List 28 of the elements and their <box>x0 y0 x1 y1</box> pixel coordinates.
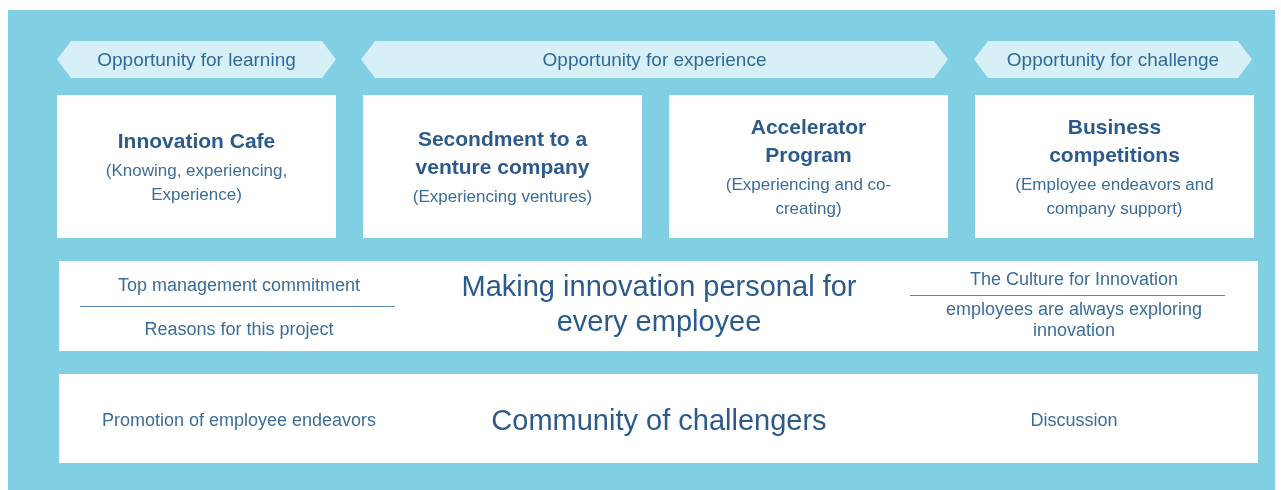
band-text: employees are always exploring innovation <box>944 299 1204 341</box>
band-text: Discussion <box>1029 410 1119 431</box>
program-card <box>57 95 336 238</box>
card-subtitle: (Experiencing and co-creating) <box>724 173 893 220</box>
banner-label: Opportunity for learning <box>96 49 297 71</box>
theme-band <box>59 261 1258 351</box>
program-card <box>669 95 948 238</box>
card-subtitle: (Knowing, experiencing, Experience) <box>104 159 289 206</box>
band-text: Top management commitment <box>116 275 362 295</box>
banner <box>57 41 336 78</box>
band-text: Reasons for this project <box>143 319 335 339</box>
card-title: Secondment to a venture company <box>414 125 591 180</box>
band-title: Community of challengers <box>490 404 828 437</box>
card-subtitle: (Experiencing ventures) <box>411 185 594 208</box>
banner <box>974 41 1252 78</box>
banner-label: Opportunity for experience <box>541 49 768 71</box>
program-card <box>363 95 642 238</box>
card-title: Accelerator Program <box>749 113 868 168</box>
banner <box>361 41 948 78</box>
card-title: Innovation Cafe <box>116 127 277 154</box>
program-card <box>975 95 1254 238</box>
card-title: Business competitions <box>1048 113 1181 168</box>
theme-band <box>59 374 1258 463</box>
band-text: Promotion of employee endeavors <box>100 410 378 431</box>
band-text: The Culture for Innovation <box>968 269 1180 289</box>
card-subtitle: (Employee endeavors and company support) <box>1014 173 1215 220</box>
banner-label: Opportunity for challenge <box>1005 49 1221 71</box>
band-title: Making innovation personal for every employee <box>460 269 858 339</box>
